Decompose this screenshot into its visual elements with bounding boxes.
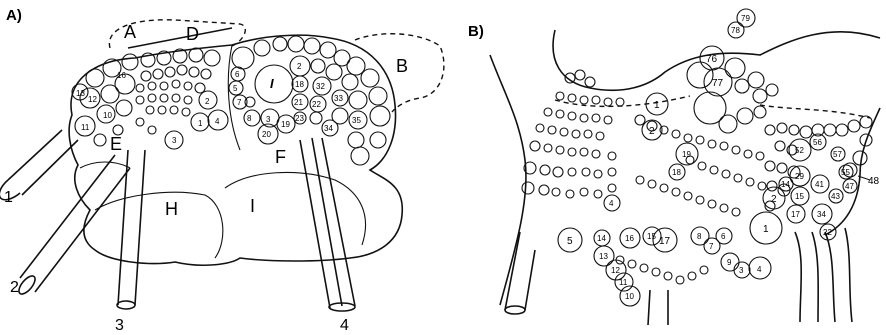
cell-cluster-a-right [229, 36, 390, 165]
cell-label-b: 18 [672, 168, 681, 177]
cell-label-b: 6 [721, 232, 726, 241]
cell-label-b: 12 [611, 266, 620, 275]
cell-label-a: 35 [352, 116, 361, 125]
cell-label-a: 3 [266, 115, 271, 124]
region-label-a: A [124, 22, 136, 42]
cell-label-b: 55 [841, 168, 850, 177]
cell-label-a: 13 [76, 89, 85, 98]
nerve-label-4: 4 [340, 317, 349, 334]
cell-label-b: 4 [609, 199, 614, 208]
nerve-label-1: 1 [4, 189, 13, 206]
cell-label-b: 79 [741, 14, 750, 23]
cell-label-b: 77 [712, 78, 724, 89]
nerve-1 [8, 130, 78, 195]
cell-label-b: 29 [795, 172, 804, 181]
nerve-3-end [117, 301, 135, 309]
panel-b: B) [468, 9, 880, 325]
cell-label-a: 33 [334, 94, 343, 103]
cell-label-a: 18 [295, 80, 304, 89]
cell-label-b: 5 [567, 236, 573, 247]
cell-label-b: 8 [697, 232, 702, 241]
cell-label-a: I [270, 76, 274, 91]
ganglion-left-edge-b [490, 55, 526, 305]
cell-label-b: 57 [833, 150, 842, 159]
cell-label-a: 7 [237, 98, 242, 107]
callout-label-48: 48 [868, 176, 880, 187]
cell-label-b: 9 [727, 258, 732, 267]
cell-label-a: 16 [117, 71, 126, 80]
nerve-label-3: 3 [115, 317, 124, 334]
cell-label-b: 19 [682, 150, 691, 159]
cell-label-a: 19 [281, 120, 290, 129]
region-label-i: I [250, 196, 255, 216]
cell-label-b: 43 [831, 192, 840, 201]
cell-label-b: 56 [813, 138, 822, 147]
cell-label-b: 15 [795, 192, 804, 201]
nerve-b-left-end [505, 306, 525, 314]
cell-label-b: 2 [771, 194, 777, 205]
panel-a: A) [0, 7, 444, 334]
region-a-d-divider [128, 28, 232, 48]
panel-b-label: B) [468, 23, 484, 40]
region-label-e: E [110, 134, 122, 154]
cell-label-a: 2 [297, 62, 302, 71]
cell-label-b: 14 [597, 234, 606, 243]
region-label-d: D [186, 24, 199, 44]
nerve-3 [118, 150, 145, 305]
cell-label-b: 76 [706, 54, 718, 65]
cell-label-a: 32 [316, 82, 325, 91]
panel-a-label: A) [6, 7, 22, 24]
cell-label-b: 78 [731, 26, 740, 35]
cell-label-a: 8 [247, 114, 252, 123]
lobe-h-outline [95, 192, 223, 258]
cell-label-b: 14 [781, 180, 790, 189]
nerve-label-2: 2 [10, 279, 19, 296]
nerve-4 [300, 138, 355, 308]
cell-label-b: 13 [599, 252, 608, 261]
lobe-i-outline [225, 172, 366, 245]
region-label-b: B [396, 56, 408, 76]
cell-label-b: 11 [619, 278, 628, 287]
cell-label-a: 22 [312, 100, 321, 109]
cell-label-b: 10 [625, 292, 634, 301]
cell-label-b: 16 [625, 234, 634, 243]
cell-label-b: 3 [739, 266, 744, 275]
cell-label-a: 3 [172, 136, 177, 145]
cell-label-b: 34 [817, 210, 826, 219]
cell-label-b: 1 [654, 100, 660, 111]
cell-label-a: 5 [233, 84, 238, 93]
cell-label-a: 10 [103, 111, 112, 120]
cell-label-b: 2 [649, 126, 655, 137]
cell-label-a: 4 [215, 117, 220, 126]
cell-label-a: 21 [294, 98, 303, 107]
cell-label-b: 17 [659, 236, 671, 247]
cell-label-a: 1 [198, 119, 203, 128]
cell-label-b: 1 [763, 224, 769, 235]
nerve-b-right [795, 228, 852, 322]
nerve-2-end [16, 273, 38, 296]
cell-label-a: 12 [88, 95, 97, 104]
cell-label-a: 34 [324, 124, 333, 133]
cell-label-a: 11 [81, 123, 90, 132]
cell-label-a: 6 [235, 70, 240, 79]
cell-label-b: 52 [795, 146, 804, 155]
cell-label-a: 20 [262, 130, 271, 139]
region-label-f: F [275, 147, 286, 167]
region-label-h: H [165, 199, 178, 219]
cell-label-b: 47 [845, 182, 854, 191]
cell-label-b: 15 [647, 232, 656, 241]
cell-label-b: 7 [709, 242, 714, 251]
cell-label-b: 17 [791, 210, 800, 219]
cell-label-a: 2 [205, 97, 210, 106]
cell-label-b: 22 [823, 228, 832, 237]
nerve-b-center [648, 290, 668, 325]
cell-label-b: 4 [757, 265, 762, 274]
cell-cluster-b [522, 9, 872, 306]
cell-label-b: 41 [815, 180, 824, 189]
cell-label-a: 23 [295, 114, 304, 123]
boundary-b-right [760, 105, 870, 118]
